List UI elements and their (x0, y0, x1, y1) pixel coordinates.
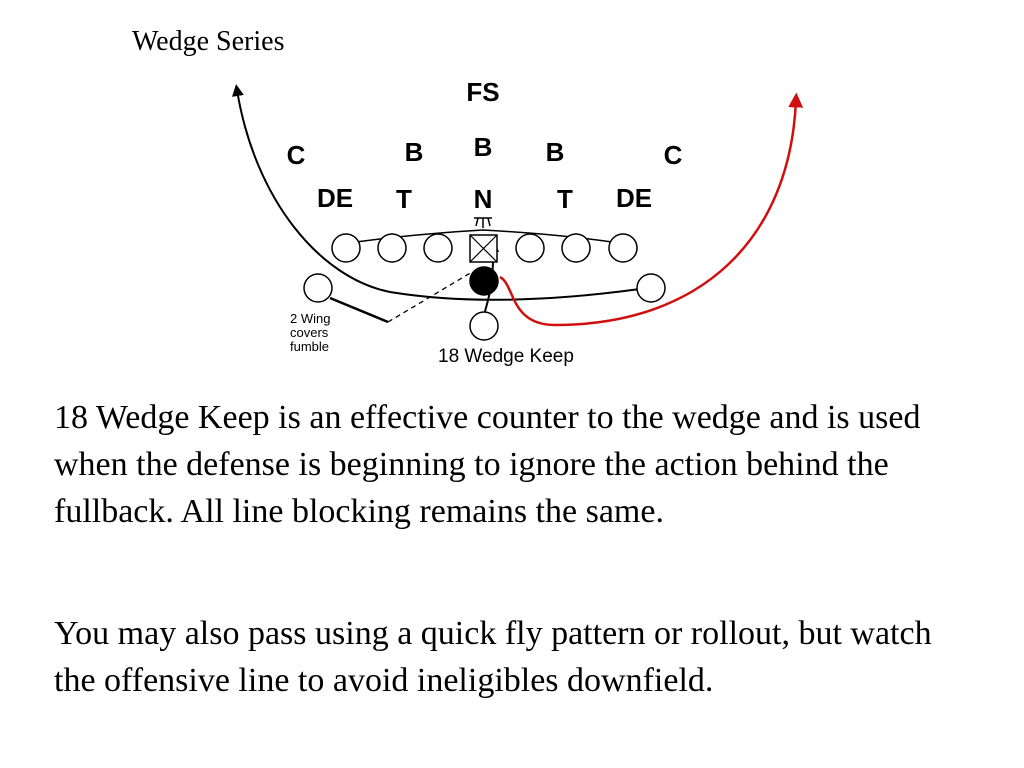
backer-middle-label: B (474, 132, 493, 162)
left-flank-route (232, 84, 641, 301)
end-left-label: DE (317, 183, 353, 213)
nose-block-marks (474, 217, 492, 228)
center-marker (469, 234, 498, 263)
tackle-right-label: T (557, 184, 573, 214)
fullback (469, 311, 499, 341)
offensive-lineman (377, 233, 407, 263)
offensive-lineman (561, 233, 591, 263)
end-right-label: DE (616, 183, 652, 213)
offensive-lineman (331, 233, 361, 263)
offensive-lineman (608, 233, 638, 263)
nose-label: N (474, 184, 493, 214)
play-label: 18 Wedge Keep (438, 346, 574, 367)
free-safety-label: FS (466, 77, 499, 107)
offensive-lineman (423, 233, 453, 263)
offensive-lineman (515, 233, 545, 263)
backer-left-label: B (405, 137, 424, 167)
left-wing (303, 273, 333, 303)
backer-right-label: B (546, 137, 565, 167)
quarterback (469, 266, 499, 296)
play-diagram: FS C B B B C DE T N T DE 2 Wing covers f… (232, 77, 804, 367)
corner-left-label: C (287, 140, 306, 170)
tackle-left-label: T (396, 184, 412, 214)
paragraph-pass-option: You may also pass using a quick fly patt… (54, 615, 932, 699)
ball-carrier-route (499, 92, 804, 327)
wing-note-line-3: fumble (290, 339, 329, 354)
paragraph-description: 18 Wedge Keep is an effective counter to… (54, 399, 921, 530)
slide-title: Wedge Series (132, 26, 285, 57)
corner-right-label: C (664, 140, 683, 170)
wing-fumble-dashed (387, 271, 473, 323)
wing-fumble-route (329, 296, 389, 324)
wing-note-line-2: covers (290, 325, 329, 340)
wing-note-line-1: 2 Wing (290, 311, 330, 326)
right-wing (636, 273, 666, 303)
